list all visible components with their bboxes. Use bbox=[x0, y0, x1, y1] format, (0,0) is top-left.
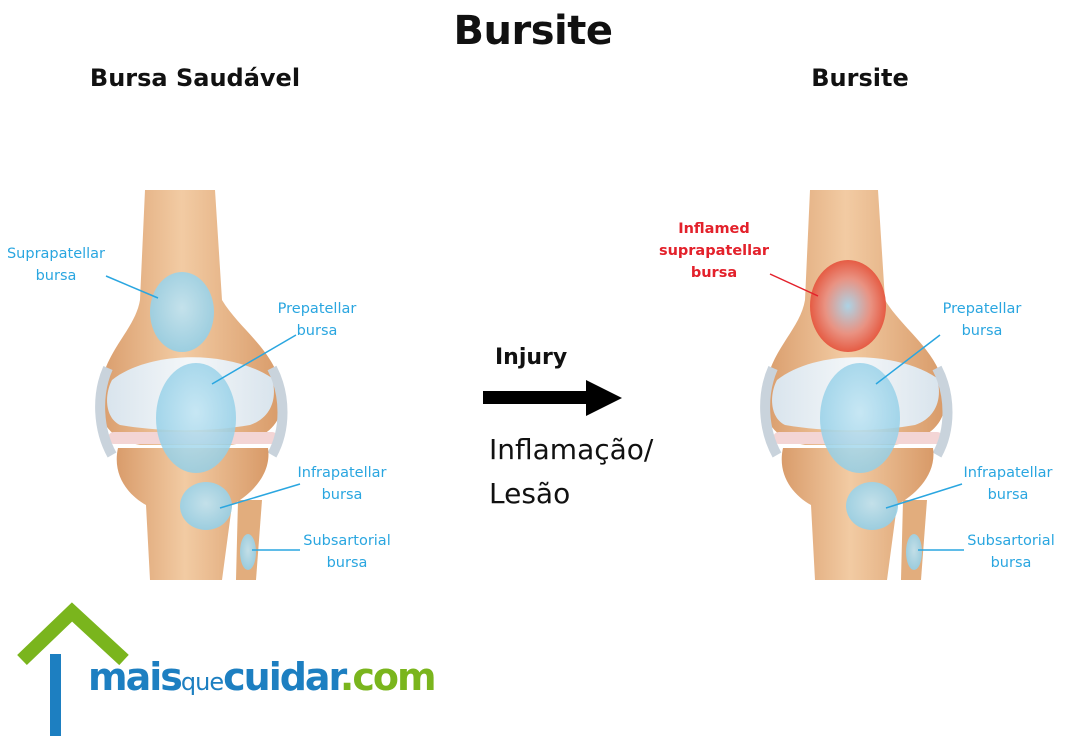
right-infrapatellar-label-line2: bursa bbox=[952, 484, 1064, 506]
prepatellar-label: Prepatellar bursa bbox=[262, 298, 372, 342]
logo-part-que: que bbox=[181, 668, 223, 696]
inflamed-knee bbox=[764, 190, 964, 580]
suprapatellar-label-line1: Suprapatellar bbox=[2, 243, 110, 265]
suprapatellar-label: Suprapatellar bursa bbox=[2, 243, 110, 287]
subsartorial-label: Subsartorial bursa bbox=[292, 530, 402, 574]
site-logo: maisquecuidar.com bbox=[88, 655, 435, 699]
inflamed-suprapatellar-label: Inflamed suprapatellar bursa bbox=[650, 218, 778, 284]
right-prepatellar-label-line1: Prepatellar bbox=[927, 298, 1037, 320]
suprapatellar-label-line2: bursa bbox=[2, 265, 110, 287]
right-subsartorial-label-line2: bursa bbox=[956, 552, 1066, 574]
injury-arrow bbox=[483, 380, 622, 416]
right-infrapatellar-label-line1: Infrapatellar bbox=[952, 462, 1064, 484]
inflammation-label-line2: Lesão bbox=[489, 472, 653, 516]
right-prepatellar-label-line2: bursa bbox=[927, 320, 1037, 342]
logo-part-cuidar: cuidar bbox=[223, 655, 340, 699]
right-infrapatellar-label: Infrapatellar bursa bbox=[952, 462, 1064, 506]
infrapatellar-label-line2: bursa bbox=[286, 484, 398, 506]
inflammation-label: Inflamação/ Lesão bbox=[489, 428, 653, 516]
logo-part-mais: mais bbox=[88, 655, 181, 699]
inflamed-label-line3: bursa bbox=[650, 262, 778, 284]
healthy-knee bbox=[99, 190, 300, 580]
inflamed-label-line1: Inflamed bbox=[650, 218, 778, 240]
logo-part-com: .com bbox=[340, 655, 435, 699]
subsartorial-label-line2: bursa bbox=[292, 552, 402, 574]
inflammation-label-line1: Inflamação/ bbox=[489, 428, 653, 472]
subsartorial-label-line1: Subsartorial bbox=[292, 530, 402, 552]
infrapatellar-label-line1: Infrapatellar bbox=[286, 462, 398, 484]
right-subsartorial-label: Subsartorial bursa bbox=[956, 530, 1066, 574]
inflamed-label-line2: suprapatellar bbox=[650, 240, 778, 262]
injury-label: Injury bbox=[495, 345, 567, 370]
right-subsartorial-label-line1: Subsartorial bbox=[956, 530, 1066, 552]
prepatellar-label-line1: Prepatellar bbox=[262, 298, 372, 320]
right-prepatellar-label: Prepatellar bursa bbox=[927, 298, 1037, 342]
prepatellar-label-line2: bursa bbox=[262, 320, 372, 342]
infrapatellar-label: Infrapatellar bursa bbox=[286, 462, 398, 506]
